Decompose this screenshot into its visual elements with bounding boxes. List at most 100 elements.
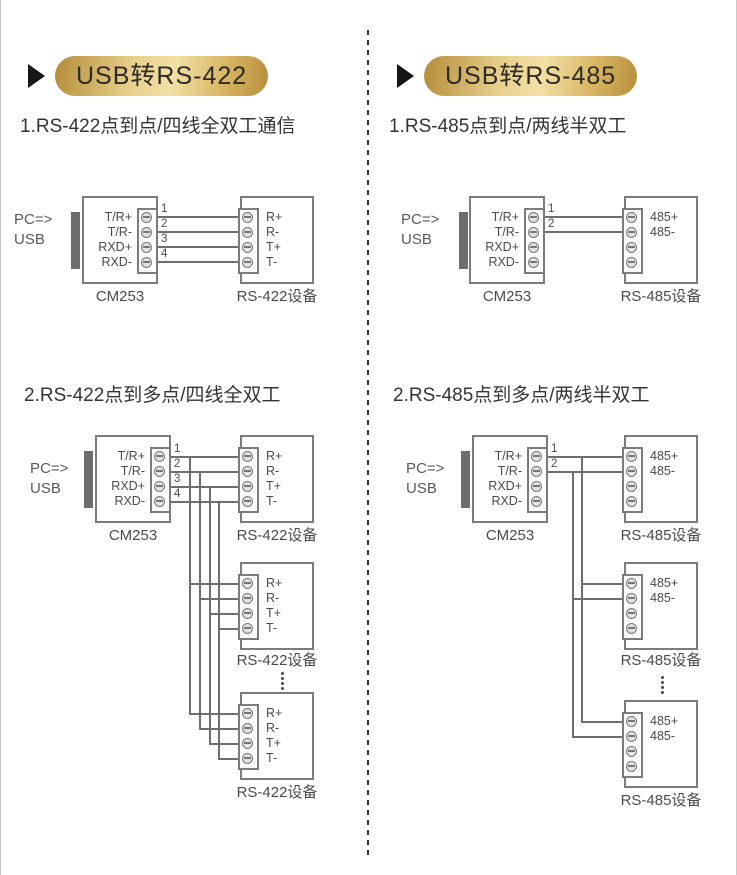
pin-label: R-	[266, 225, 280, 239]
pin-label: T-	[266, 621, 278, 635]
section-title-1-left: 1.RS-422点到点/四线全双工通信	[20, 116, 296, 137]
screw-terminal-icon	[242, 578, 253, 589]
arrow-right-icon	[28, 64, 45, 88]
device-box: 485+ 485-	[622, 196, 698, 284]
pin-label: T-	[266, 255, 278, 269]
screw-terminal-icon	[141, 212, 152, 223]
usb-plug-icon	[461, 451, 470, 508]
terminal-strip	[622, 447, 643, 513]
adapter-caption: CM253	[482, 288, 532, 305]
device-box: R+ R- T+ T-	[238, 562, 314, 650]
screw-terminal-icon	[242, 708, 253, 719]
column-divider-dashed-line	[367, 30, 369, 856]
wire	[170, 501, 243, 503]
screw-terminal-icon	[626, 212, 637, 223]
page-left-border	[0, 0, 1, 875]
wire	[157, 246, 243, 248]
screw-terminal-icon	[531, 496, 542, 507]
pc-label-line: PC=>	[14, 211, 53, 228]
pin-label: T/R-	[107, 225, 132, 239]
pc-usb-label: PC=> USB	[30, 459, 68, 499]
pc-usb-label: PC=> USB	[401, 210, 439, 250]
section-title-2-left: 2.RS-422点到多点/四线全双工	[24, 385, 281, 406]
pin-label: R+	[266, 576, 283, 590]
screw-terminal-icon	[242, 738, 253, 749]
screw-terminal-icon	[531, 481, 542, 492]
device-pin-labels: R+ R- T+ T-	[266, 576, 282, 636]
screw-terminal-icon	[242, 623, 253, 634]
usb-label-line: USB	[401, 231, 432, 248]
device-caption: RS-422设备	[236, 288, 318, 305]
screw-terminal-icon	[626, 761, 637, 772]
usb-plug-icon	[71, 212, 80, 269]
screw-terminal-icon	[528, 242, 539, 253]
terminal-strip	[524, 208, 545, 274]
screw-terminal-icon	[242, 753, 253, 764]
pin-label: R+	[266, 449, 283, 463]
bus-wire	[218, 501, 220, 760]
screw-terminal-icon	[154, 481, 165, 492]
pin-label: T-	[266, 751, 278, 765]
screw-terminal-icon	[626, 608, 637, 619]
terminal-strip	[238, 704, 259, 770]
terminal-strip	[622, 208, 643, 274]
screw-terminal-icon	[626, 451, 637, 462]
screw-terminal-icon	[154, 466, 165, 477]
branch-wire	[218, 628, 240, 630]
screw-terminal-icon	[528, 257, 539, 268]
device-box: 485+ 485-	[622, 700, 698, 788]
bus-wire	[209, 486, 211, 745]
pin-label: T/R+	[104, 210, 132, 224]
adapter-pin-labels: T/R+ T/R- RXD+ RXD-	[476, 449, 522, 509]
pin-label: T/R-	[494, 225, 519, 239]
screw-terminal-icon	[626, 242, 637, 253]
wire	[157, 261, 243, 263]
pin-label: RXD+	[111, 479, 145, 493]
screw-terminal-icon	[141, 227, 152, 238]
device-box: R+ R- T+ T-	[238, 692, 314, 780]
device-caption: RS-422设备	[236, 527, 318, 544]
branch-wire	[218, 758, 240, 760]
screw-terminal-icon	[154, 496, 165, 507]
column-header-left: USB转RS-422	[55, 56, 269, 96]
wire	[157, 231, 243, 233]
screw-terminal-icon	[626, 593, 637, 604]
screw-terminal-icon	[242, 481, 253, 492]
screw-terminal-icon	[141, 257, 152, 268]
adapter-caption: CM253	[95, 288, 145, 305]
screw-terminal-icon	[242, 608, 253, 619]
usb-plug-icon	[84, 451, 93, 508]
device-caption: RS-485设备	[620, 792, 702, 809]
column-header-right: USB转RS-485	[424, 56, 638, 96]
pc-label-line: PC=>	[401, 211, 440, 228]
usb-label-line: USB	[406, 480, 437, 497]
device-pin-labels: 485+ 485-	[650, 449, 678, 479]
usb-label-line: USB	[30, 480, 61, 497]
adapter-box: T/R+ T/R- RXD+ RXD-	[95, 435, 171, 523]
device-pin-labels: R+ R- T+ T-	[266, 706, 282, 766]
terminal-strip	[622, 574, 643, 640]
branch-wire	[581, 583, 624, 585]
pin-label: RXD+	[98, 240, 132, 254]
screw-terminal-icon	[531, 466, 542, 477]
more-devices-ellipsis-icon	[279, 672, 285, 692]
terminal-strip	[238, 574, 259, 640]
usb-plug-icon	[459, 212, 468, 269]
device-caption: RS-485设备	[620, 527, 702, 544]
device-box: R+ R- T+ T-	[238, 435, 314, 523]
wire-number: 3	[161, 233, 168, 245]
pin-label: T/R+	[491, 210, 519, 224]
branch-wire	[209, 613, 240, 615]
section-title-1-right: 1.RS-485点到点/两线半双工	[389, 116, 627, 137]
wire	[544, 231, 626, 233]
terminal-strip	[238, 208, 259, 274]
pin-label: 485+	[650, 210, 679, 224]
wire-number: 4	[174, 488, 181, 500]
pin-label: T/R-	[120, 464, 145, 478]
branch-wire	[189, 583, 240, 585]
wire	[170, 471, 243, 473]
wire	[170, 486, 243, 488]
pin-label: 485-	[650, 464, 676, 478]
adapter-pin-labels: T/R+ T/R- RXD+ RXD-	[86, 210, 132, 270]
terminal-strip	[527, 447, 548, 513]
